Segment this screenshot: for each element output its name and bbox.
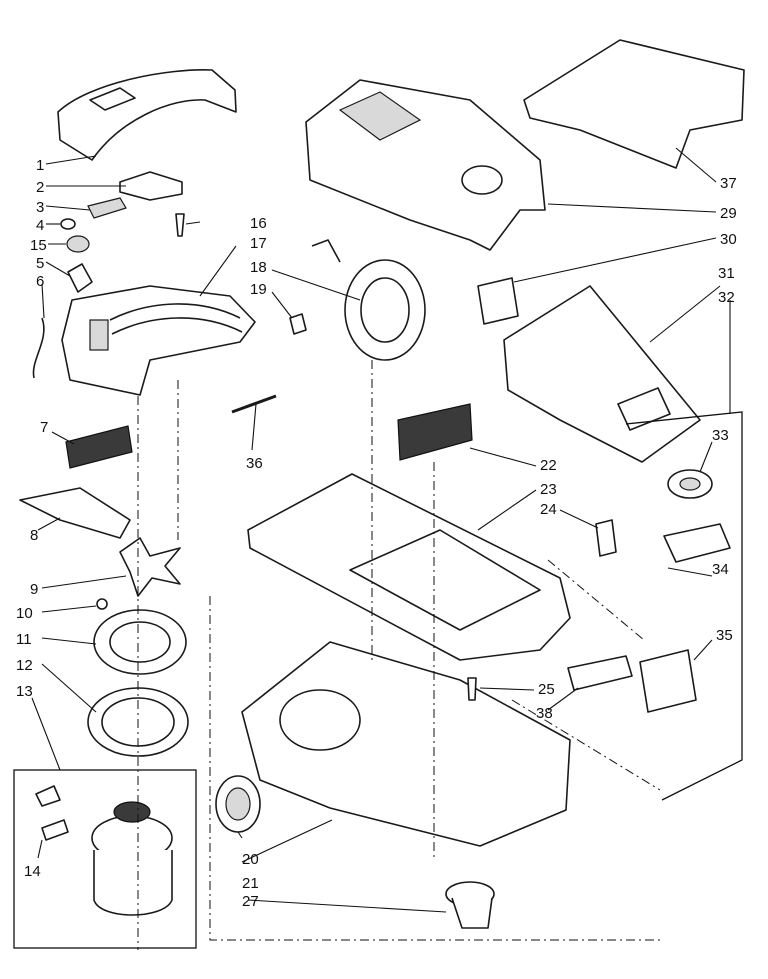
- callout-31: 31: [718, 265, 735, 282]
- callout-30: 30: [720, 231, 737, 248]
- motor-assembly-box: [13, 769, 197, 949]
- part-tie: [231, 394, 277, 414]
- callout-4: 4: [36, 217, 44, 234]
- callout-3: 3: [36, 199, 44, 216]
- alignment-lines: [137, 360, 661, 950]
- callout-11: 11: [16, 631, 32, 648]
- callout-37: 37: [720, 175, 737, 192]
- part-filter: [65, 425, 133, 469]
- callout-29: 29: [720, 205, 737, 222]
- part-base: [241, 641, 571, 847]
- part-hinge: [639, 649, 697, 713]
- callout-1: 1: [36, 157, 44, 174]
- part-lid: [523, 39, 745, 169]
- part-screw-base: [467, 677, 477, 701]
- callout-16: 16: [250, 215, 267, 232]
- part-motor: [91, 801, 173, 916]
- part-knob: [60, 218, 76, 230]
- callout-20: 20: [242, 851, 259, 868]
- callout-34: 34: [712, 561, 729, 578]
- part-bracket: [119, 171, 183, 201]
- part-caster: [445, 881, 495, 929]
- part-frame: [247, 473, 571, 661]
- part-brush: [41, 819, 69, 841]
- part-clip: [67, 263, 93, 293]
- part-motor-housing: [61, 285, 256, 396]
- part-dust-bag: [503, 285, 701, 463]
- part-wire: [32, 317, 45, 379]
- callout-27: 27: [242, 893, 259, 910]
- callout-22: 22: [540, 457, 557, 474]
- part-plate: [19, 487, 131, 539]
- part-wheel: [215, 775, 261, 833]
- part-grille: [397, 403, 473, 461]
- part-screw-small: [96, 598, 108, 610]
- leader-lines: [31, 147, 731, 913]
- callout-32: 32: [718, 289, 735, 306]
- callout-33: 33: [712, 427, 729, 444]
- callout-7: 7: [40, 419, 48, 436]
- callout-12: 12: [16, 657, 33, 674]
- part-connector: [595, 519, 617, 557]
- part-fan: [119, 537, 181, 597]
- part-ring: [93, 609, 187, 675]
- part-seal: [667, 469, 713, 499]
- bag-holder-box: [625, 411, 743, 801]
- callout-15: 15: [30, 237, 47, 254]
- part-motor-cover: [57, 69, 237, 161]
- part-latch: [477, 277, 519, 325]
- part-bag-bracket: [663, 523, 731, 563]
- callout-10: 10: [16, 605, 33, 622]
- part-top-cover: [305, 79, 546, 251]
- callout-19: 19: [250, 281, 267, 298]
- part-cord-reel: [311, 239, 426, 361]
- callout-18: 18: [250, 259, 267, 276]
- part-brush-holder: [35, 785, 61, 807]
- callout-35: 35: [716, 627, 733, 644]
- part-spring: [66, 235, 90, 253]
- callout-5: 5: [36, 255, 44, 272]
- callout-25: 25: [538, 681, 555, 698]
- part-screw: [175, 213, 185, 237]
- callout-17: 17: [250, 235, 267, 252]
- callout-14: 14: [24, 863, 41, 880]
- callout-9: 9: [30, 581, 38, 598]
- callout-23: 23: [540, 481, 557, 498]
- callout-36: 36: [246, 455, 263, 472]
- callout-38: 38: [536, 705, 553, 722]
- callout-labels: 1 2 3 4 15 5 6 7 8 9 10 11 12 13 14 16 1…: [16, 157, 737, 910]
- callout-24: 24: [540, 501, 557, 518]
- callout-6: 6: [36, 273, 44, 290]
- callout-2: 2: [36, 179, 44, 196]
- callout-21: 21: [242, 875, 259, 892]
- part-bumper: [567, 655, 633, 691]
- callout-13: 13: [16, 683, 33, 700]
- part-switch: [87, 197, 127, 219]
- part-plug: [289, 313, 307, 335]
- callout-8: 8: [30, 527, 38, 544]
